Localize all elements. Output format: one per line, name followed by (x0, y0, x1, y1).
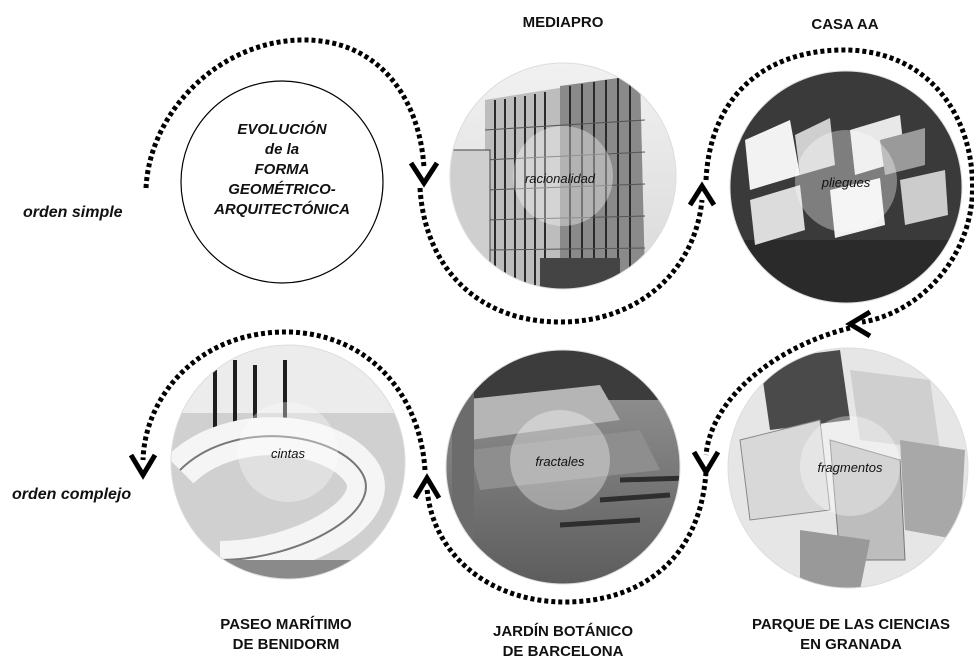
concept-highlight (238, 402, 338, 502)
flow-path-parque-in (703, 325, 851, 456)
orden-simple-label: orden simple (23, 204, 123, 221)
concept-label-racionalidad: racionalidad (524, 171, 596, 186)
concept-highlight (513, 126, 613, 226)
node-title-line: PARQUE DE LAS CIENCIAS (751, 616, 951, 633)
flow-path-parque-jardin (424, 471, 709, 605)
curved-promenade-photo-icon (171, 345, 405, 579)
node-title-jardin: JARDÍN BOTÁNICO DE BARCELONA (478, 622, 648, 659)
concept-label-pliegues: pliegues (821, 175, 871, 190)
node-title-mediapro: MEDIAPRO (493, 13, 633, 33)
flow-path-jardin-paseo (140, 329, 428, 471)
flow-path-mediapro-casa (417, 187, 705, 325)
center-title-line: FORMA (254, 161, 310, 178)
center-title: EVOLUCIÓN de la FORMA GEOMÉTRICO- ARQUIT… (192, 120, 372, 220)
node-title-line: DE BARCELONA (502, 643, 624, 659)
node-title-line: JARDÍN BOTÁNICO (492, 623, 633, 640)
node-title-parque: PARQUE DE LAS CIENCIAS EN GRANADA (736, 615, 966, 655)
concept-highlight (795, 130, 897, 232)
flow-path-casa-parque (703, 47, 974, 325)
flow-path-start (143, 37, 427, 189)
node-title-line: EN GRANADA (800, 636, 902, 653)
orden-complejo-label: orden complejo (12, 486, 132, 503)
concept-label-fragmentos: fragmentos (817, 460, 883, 475)
concept-label-fractales: fractales (535, 454, 585, 469)
concept-highlight (800, 416, 900, 516)
node-title-line: CASA AA (811, 16, 879, 33)
concept-highlight (510, 410, 610, 510)
concept-label-cintas: cintas (271, 446, 305, 461)
arrowhead-up-icon (687, 181, 717, 207)
node-title-line: PASEO MARÍTIMO (220, 616, 352, 633)
arrowhead-down-icon (128, 453, 158, 480)
node-title-line: DE BENIDORM (232, 636, 340, 653)
node-title-line: MEDIAPRO (522, 14, 604, 31)
node-title-paseo: PASEO MARÍTIMO DE BENIDORM (196, 615, 376, 655)
node-title-casa-aa: CASA AA (780, 15, 910, 35)
center-circle (180, 80, 384, 284)
arrowhead-group (128, 161, 872, 500)
center-title-line: EVOLUCIÓN (237, 121, 327, 138)
arrowhead-up-icon (412, 473, 442, 500)
flow-path-group (140, 37, 974, 605)
fragmented-roofs-photo-icon (728, 348, 968, 588)
center-title-line: GEOMÉTRICO- (228, 181, 336, 198)
arrowhead-down-icon (408, 161, 440, 188)
arrowhead-down-icon (691, 450, 721, 477)
center-title-line: ARQUITECTÓNICA (214, 201, 350, 218)
center-title-line: de la (264, 141, 300, 158)
arrowhead-left-icon (845, 309, 872, 339)
